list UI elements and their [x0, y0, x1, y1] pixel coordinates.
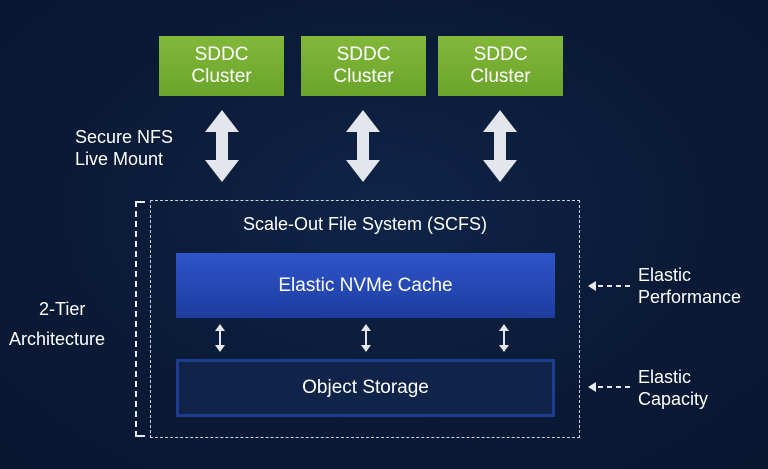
- scfs-title: Scale-Out File System (SCFS): [242, 214, 488, 234]
- cluster-label-line1: SDDC: [473, 44, 528, 65]
- cluster-label-line1: SDDC: [336, 44, 391, 65]
- double-arrow-icon: [483, 110, 517, 182]
- dashed-arrow-icon: [588, 382, 630, 392]
- mount-label-line2: Live Mount: [75, 149, 164, 169]
- sddc-cluster-3: SDDC Cluster: [438, 36, 563, 96]
- dashed-arrow-icon: [588, 281, 630, 291]
- mount-label-line1: Secure NFS: [75, 127, 174, 147]
- tier-bracket: [135, 201, 145, 437]
- cache-label: Elastic NVMe Cache: [278, 274, 453, 296]
- cluster-label-line2: Cluster: [333, 66, 394, 87]
- performance-label-line2: Performance: [638, 287, 742, 307]
- storage-label: Object Storage: [302, 377, 429, 398]
- cluster-label-line2: Cluster: [470, 66, 531, 87]
- performance-label: Elastic Performance: [638, 264, 741, 308]
- object-storage-block: Object Storage: [176, 359, 555, 417]
- double-arrow-icon: [346, 110, 380, 182]
- small-double-arrow-icon: [361, 324, 371, 352]
- tier-label-line1: 2-Tier: [39, 299, 86, 319]
- small-double-arrow-icon: [499, 324, 509, 352]
- capacity-label-line1: Elastic: [638, 367, 692, 387]
- performance-label-line1: Elastic: [638, 265, 692, 285]
- scfs-container: [150, 200, 580, 438]
- tier-label-line2: Architecture: [9, 329, 106, 349]
- capacity-label-line2: Capacity: [638, 389, 709, 409]
- cluster-label-line1: SDDC: [194, 44, 249, 65]
- sddc-cluster-1: SDDC Cluster: [159, 36, 284, 96]
- nvme-cache-block: Elastic NVMe Cache: [176, 253, 555, 318]
- capacity-label: Elastic Capacity: [638, 366, 708, 410]
- small-double-arrow-icon: [215, 324, 225, 352]
- double-arrow-icon: [205, 110, 239, 182]
- mount-label: Secure NFS Live Mount: [75, 126, 173, 170]
- sddc-cluster-2: SDDC Cluster: [301, 36, 426, 96]
- cluster-label-line2: Cluster: [191, 66, 252, 87]
